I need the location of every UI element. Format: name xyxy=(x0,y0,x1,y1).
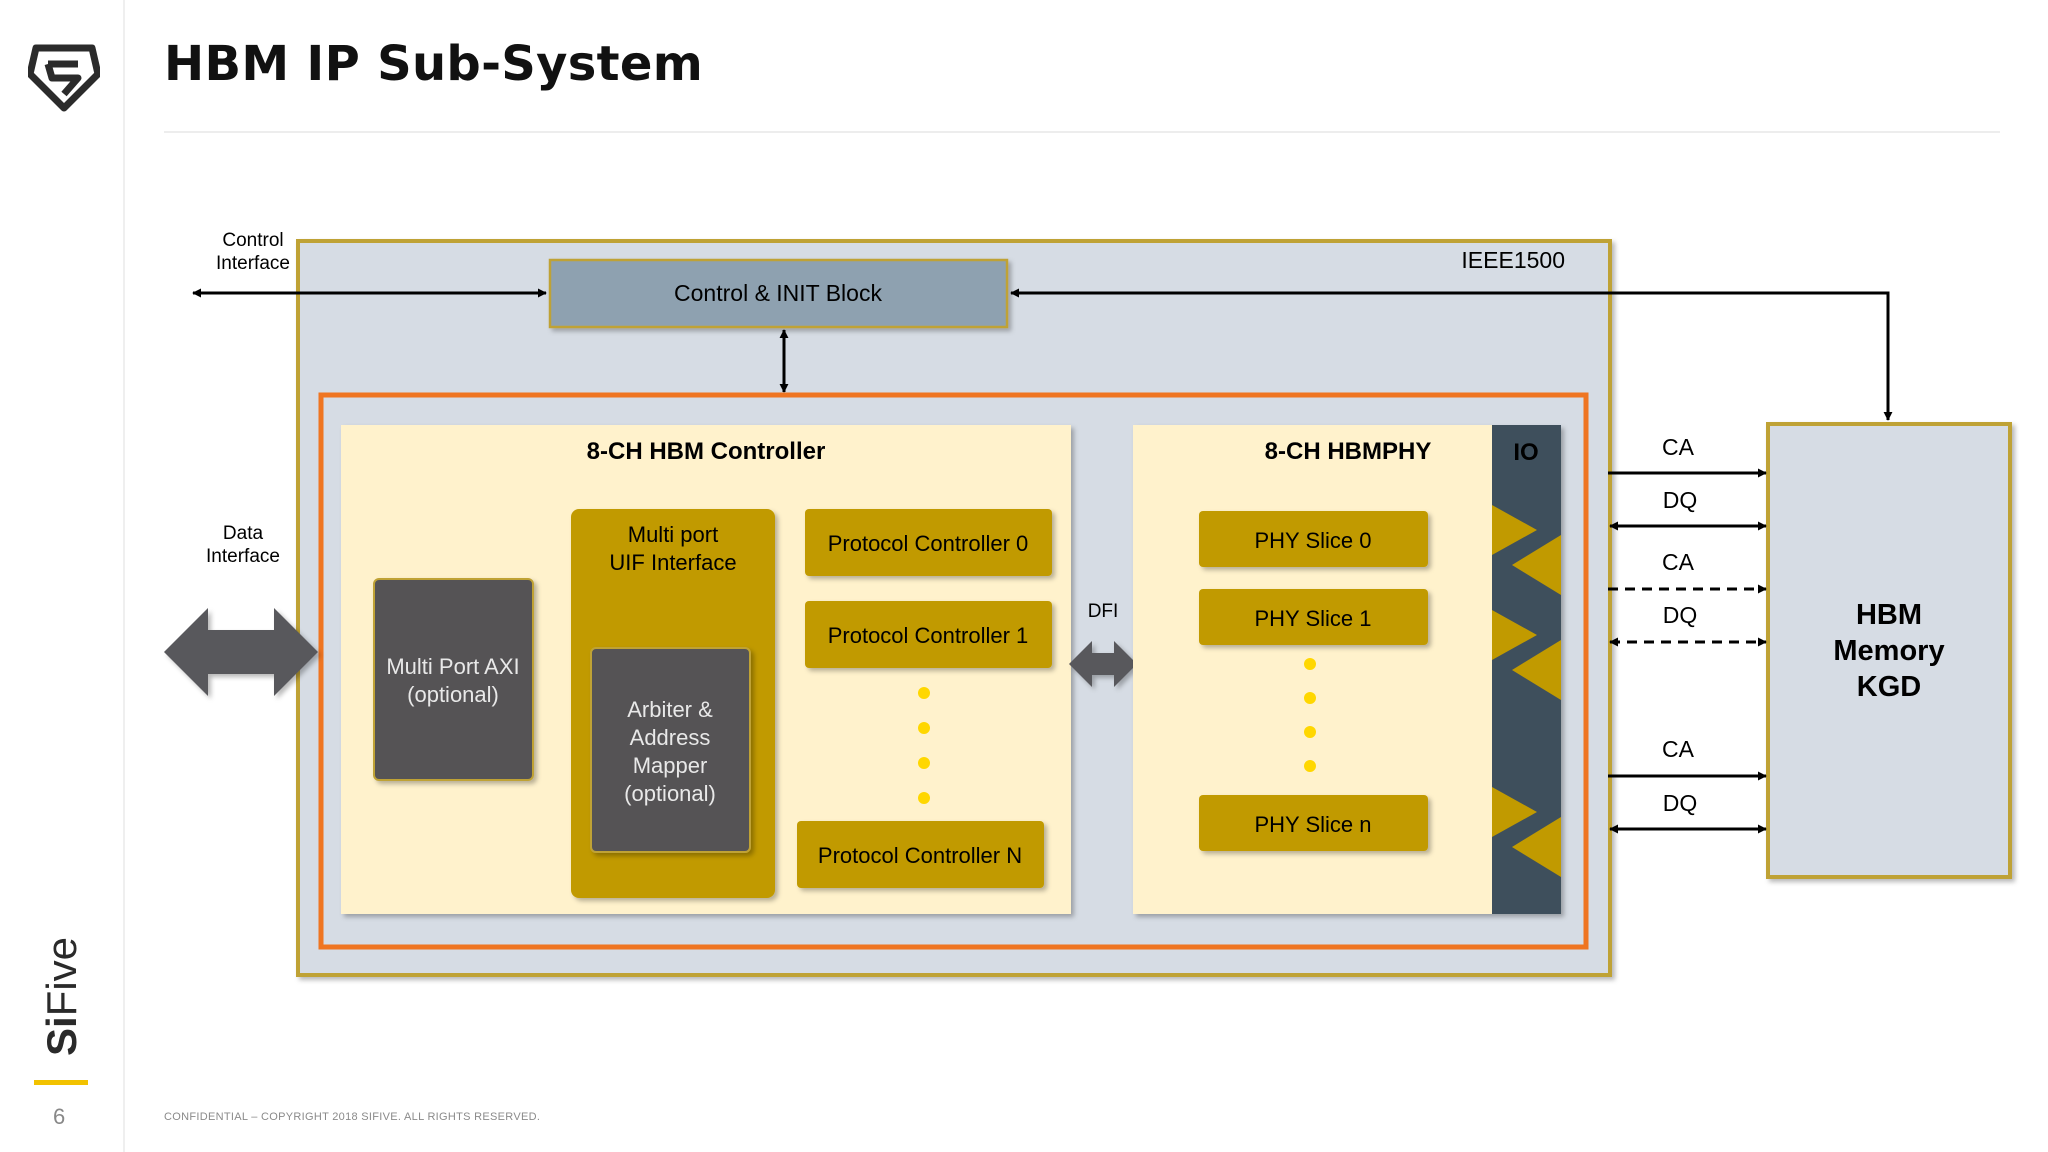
protocol-controller-1-label: Protocol Controller 1 xyxy=(828,623,1029,648)
ellipsis-dot xyxy=(918,792,930,804)
protocol-controller-n-label: Protocol Controller N xyxy=(818,843,1022,868)
control-interface-label-2: Interface xyxy=(216,253,290,274)
page-number: 6 xyxy=(53,1104,66,1129)
phy-slice-0-label: PHY Slice 0 xyxy=(1255,528,1372,553)
brand-accent-bar xyxy=(34,1080,88,1085)
ellipsis-dot xyxy=(1304,760,1316,772)
phy-slice-0 xyxy=(1199,511,1428,567)
data-interface-label-2: Interface xyxy=(206,546,280,567)
hbm-memory-label-2: Memory xyxy=(1833,635,1944,667)
arbiter-label-4: (optional) xyxy=(624,781,716,806)
io-receiver-triangle xyxy=(1512,535,1561,595)
hbm-controller-title: 8-CH HBM Controller xyxy=(587,438,826,465)
arbiter-label-3: Mapper xyxy=(633,753,708,778)
multi-port-axi-block xyxy=(373,578,534,781)
init-to-memory-arrow xyxy=(1010,288,1893,421)
protocol-controller-1 xyxy=(805,601,1052,668)
io-receiver-triangle xyxy=(1512,817,1561,877)
page-title: HBM IP Sub-System xyxy=(164,36,704,92)
protocol-controller-0-label: Protocol Controller 0 xyxy=(828,531,1029,556)
ellipsis-dot xyxy=(1304,726,1316,738)
dq-label: DQ xyxy=(1663,487,1698,513)
control-interface-label-1: Control xyxy=(222,230,283,251)
hbm-memory-label-3: KGD xyxy=(1857,671,1921,703)
data-interface-double-arrow xyxy=(164,608,318,696)
protocol-controller-0 xyxy=(805,509,1052,576)
ca-label: CA xyxy=(1662,736,1695,762)
ellipsis-dot xyxy=(918,722,930,734)
io-label: IO xyxy=(1513,439,1538,466)
arbiter-label-1: Arbiter & xyxy=(627,697,713,722)
ellipsis-dot xyxy=(1304,658,1316,670)
copyright-footer: CONFIDENTIAL – COPYRIGHT 2018 SIFIVE. AL… xyxy=(164,1111,541,1123)
ellipsis-dot xyxy=(1304,692,1316,704)
control-init-block-label: Control & INIT Block xyxy=(674,280,882,306)
dfi-label: DFI xyxy=(1088,601,1119,622)
uif-interface-label-2: UIF Interface xyxy=(609,550,736,575)
control-init-block xyxy=(548,258,1009,329)
title-divider xyxy=(164,131,2000,133)
hbm-memory-label-1: HBM xyxy=(1856,599,1922,631)
dq-label: DQ xyxy=(1663,602,1698,628)
io-receiver-triangle xyxy=(1512,640,1561,700)
uif-interface-label-1: Multi port xyxy=(628,522,718,547)
ca-label: CA xyxy=(1662,434,1695,460)
ca-label: CA xyxy=(1662,549,1695,575)
io-driver-triangle xyxy=(1492,787,1537,837)
dq-label: DQ xyxy=(1663,790,1698,816)
sidebar: SiFive 6 xyxy=(0,0,125,1152)
ieee1500-label: IEEE1500 xyxy=(1461,247,1565,273)
phy-slice-n-label: PHY Slice n xyxy=(1255,812,1372,837)
ellipsis-dot xyxy=(918,687,930,699)
data-interface-label-1: Data xyxy=(223,523,264,544)
arbiter-address-mapper-block xyxy=(590,647,751,853)
hbmphy-title: 8-CH HBMPHY xyxy=(1265,438,1432,465)
sifive-logo-icon xyxy=(28,44,100,112)
io-driver-triangle xyxy=(1492,505,1537,555)
protocol-controller-n xyxy=(797,821,1044,888)
arbiter-label-2: Address xyxy=(630,725,711,750)
hbm-core-border xyxy=(318,392,1589,950)
phy-slice-1 xyxy=(1199,589,1428,645)
dfi-double-arrow xyxy=(1069,641,1137,687)
phy-slice-1-label: PHY Slice 1 xyxy=(1255,606,1372,631)
ellipsis-dot xyxy=(918,757,930,769)
phy-slice-n xyxy=(1199,795,1428,851)
io-driver-triangle xyxy=(1492,610,1537,660)
hbm-memory-kgd xyxy=(1766,422,2012,879)
multi-port-axi-label-1: Multi Port AXI xyxy=(386,654,519,679)
multi-port-axi-label-2: (optional) xyxy=(407,682,499,707)
